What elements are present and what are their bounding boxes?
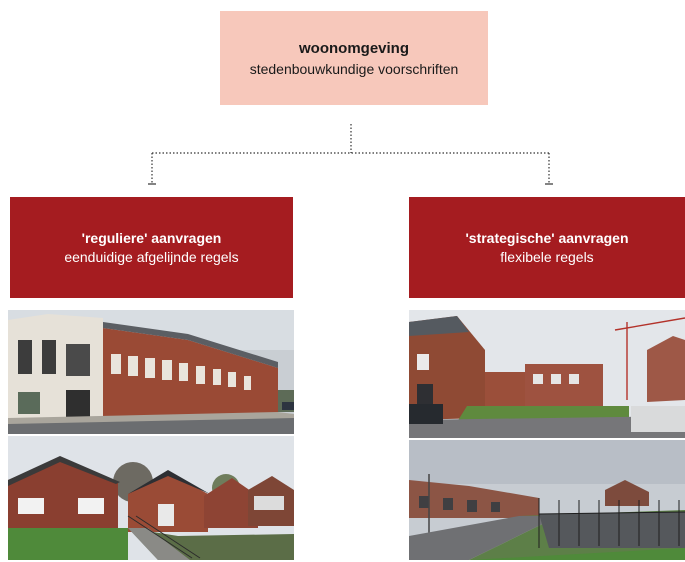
photo-street-rowhouses — [8, 310, 294, 434]
tree-connector — [148, 124, 553, 185]
photo-new-development-crane — [409, 310, 685, 438]
root-title: woonomgeving — [299, 39, 409, 57]
branch-strategic-requests: 'strategische' aanvragen flexibele regel… — [409, 197, 685, 298]
branch-regular-subtitle: eenduidige afgelijnde regels — [64, 249, 239, 265]
root-node: woonomgeving stedenbouwkundige voorschri… — [220, 11, 488, 105]
branch-regular-title: 'reguliere' aanvragen — [81, 230, 222, 246]
photo-detached-houses — [8, 436, 294, 560]
photo-new-townhouses — [409, 440, 685, 560]
branch-strategic-subtitle: flexibele regels — [500, 249, 594, 265]
branch-regular-requests: 'reguliere' aanvragen eenduidige afgelij… — [10, 197, 293, 298]
root-subtitle: stedenbouwkundige voorschriften — [249, 60, 459, 77]
branch-strategic-title: 'strategische' aanvragen — [465, 230, 629, 246]
